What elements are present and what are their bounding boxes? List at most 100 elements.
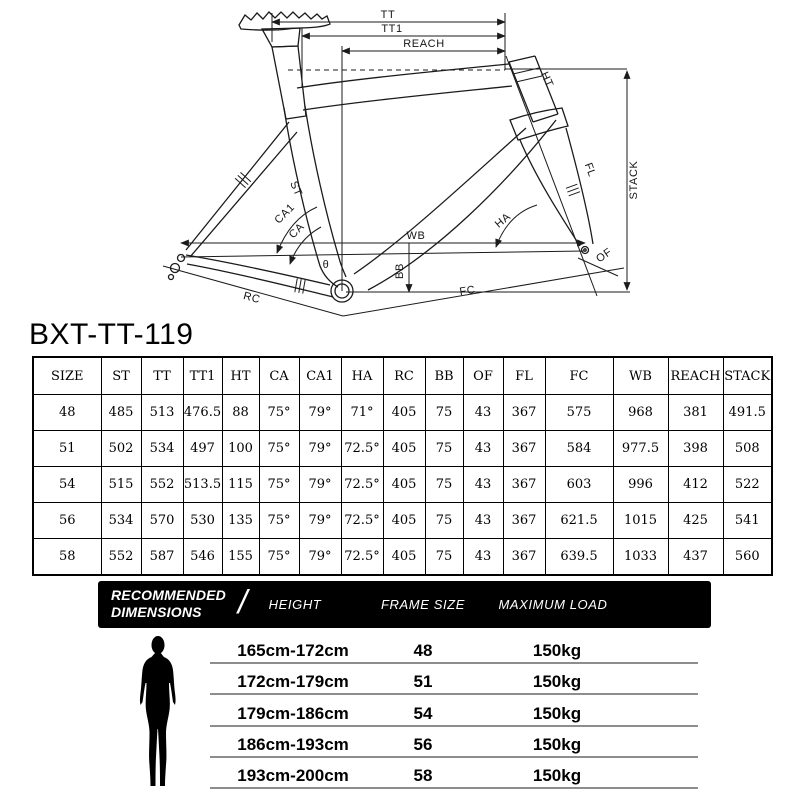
geo-cell: 968	[612, 394, 669, 431]
geo-cell: 530	[182, 502, 223, 539]
geo-cell: 367	[502, 502, 546, 539]
geo-cell: 367	[502, 430, 546, 467]
dimension-lines	[162, 13, 631, 317]
geo-cell: 43	[462, 502, 504, 539]
geo-col-header-bb: BB	[424, 356, 464, 395]
geo-cell: 75	[424, 394, 464, 431]
slash-divider: /	[238, 583, 248, 620]
frame-size: 58	[413, 766, 433, 786]
geo-cell: 502	[100, 430, 142, 467]
geo-cell: 88	[221, 394, 260, 431]
geo-col-header-ca1: CA1	[298, 356, 342, 395]
dim-label-stack: STACK	[628, 161, 640, 200]
geo-cell: 977.5	[612, 430, 669, 467]
geo-cell: 513	[140, 394, 184, 431]
dim-label-rc: RC	[242, 290, 262, 306]
geo-cell: 405	[382, 430, 426, 467]
geo-cell: 155	[221, 538, 260, 576]
geo-col-header-st: ST	[100, 356, 142, 395]
dim-label-ca: CA	[287, 221, 307, 241]
geo-cell: 51	[32, 430, 102, 467]
geo-cell: 75°	[258, 430, 300, 467]
geo-col-header-stack: STACK	[722, 356, 773, 395]
geo-cell: 552	[140, 466, 184, 503]
geo-cell: 367	[502, 538, 546, 576]
recommended-line1: RECOMMENDED	[111, 587, 226, 603]
geo-col-header-tt1: TT1	[182, 356, 223, 395]
frame-size: 48	[413, 641, 433, 660]
dim-label-tt: TT	[381, 9, 396, 21]
max-load: 150kg	[532, 734, 582, 754]
geo-cell: 476.5	[182, 394, 223, 431]
col-header-height: HEIGHT	[268, 597, 322, 612]
geo-cell: 115	[221, 466, 260, 503]
dim-label-tt1: TT1	[381, 23, 402, 35]
geo-cell: 405	[382, 394, 426, 431]
dim-label-fc: FC	[459, 284, 477, 298]
geo-cell: 43	[462, 430, 504, 467]
geo-cell: 485	[100, 394, 142, 431]
geo-cell: 491.5	[722, 394, 773, 431]
geo-col-header-ha: HA	[340, 356, 384, 395]
geo-cell: 79°	[298, 502, 342, 539]
dim-label-reach: REACH	[403, 38, 445, 50]
height-range: 179cm-186cm	[237, 703, 349, 723]
geo-cell: 603	[544, 466, 614, 503]
geo-cell: 367	[502, 466, 546, 503]
dim-label-of: OF	[594, 246, 614, 265]
geo-cell: 58	[32, 538, 102, 576]
geo-cell: 541	[722, 502, 773, 539]
max-load: 150kg	[532, 641, 582, 660]
geo-col-header-rc: RC	[382, 356, 426, 395]
geo-cell: 552	[100, 538, 142, 576]
geo-col-header-tt: TT	[140, 356, 184, 395]
bike-frame-drawing-icon: TT TT1 REACH HT FL STACK ST CA1 CA θ HA …	[162, 9, 640, 317]
geo-col-header-size: SIZE	[32, 356, 102, 395]
geo-col-header-fl: FL	[502, 356, 546, 395]
geo-cell: 79°	[298, 394, 342, 431]
geo-col-header-of: OF	[462, 356, 504, 395]
geo-col-header-fc: FC	[544, 356, 614, 395]
geo-cell: 72.5°	[340, 466, 384, 503]
recommended-dimensions-label: RECOMMENDED DIMENSIONS	[111, 587, 226, 621]
geo-cell: 996	[612, 466, 669, 503]
geo-cell: 48	[32, 394, 102, 431]
geo-cell: 575	[544, 394, 614, 431]
geo-cell: 43	[462, 538, 504, 576]
geo-cell: 71°	[340, 394, 384, 431]
geo-cell: 508	[722, 430, 773, 467]
geo-cell: 412	[667, 466, 724, 503]
page-title: BXT-TT-119	[29, 318, 194, 351]
geo-cell: 560	[722, 538, 773, 576]
geo-cell: 75°	[258, 394, 300, 431]
geo-cell: 100	[221, 430, 260, 467]
geo-cell: 79°	[298, 538, 342, 576]
geo-cell: 75°	[258, 538, 300, 576]
max-load: 150kg	[532, 703, 582, 723]
max-load: 150kg	[532, 672, 582, 692]
geo-cell: 584	[544, 430, 614, 467]
frame-size: 56	[413, 734, 433, 754]
geo-cell: 522	[722, 466, 773, 503]
col-header-maximum-load: MAXIMUM LOAD	[498, 597, 608, 612]
geo-cell: 135	[221, 502, 260, 539]
geo-cell: 546	[182, 538, 223, 576]
geo-cell: 75	[424, 502, 464, 539]
geo-cell: 75°	[258, 502, 300, 539]
dim-label-wb: WB	[407, 230, 426, 242]
geo-cell: 75°	[258, 466, 300, 503]
geo-cell: 405	[382, 466, 426, 503]
geo-cell: 367	[502, 394, 546, 431]
geo-cell: 1015	[612, 502, 669, 539]
geo-cell: 639.5	[544, 538, 614, 576]
geo-col-header-reach: REACH	[667, 356, 724, 395]
recommended-line2: DIMENSIONS	[111, 604, 202, 620]
dim-label-ha: HA	[493, 211, 513, 231]
